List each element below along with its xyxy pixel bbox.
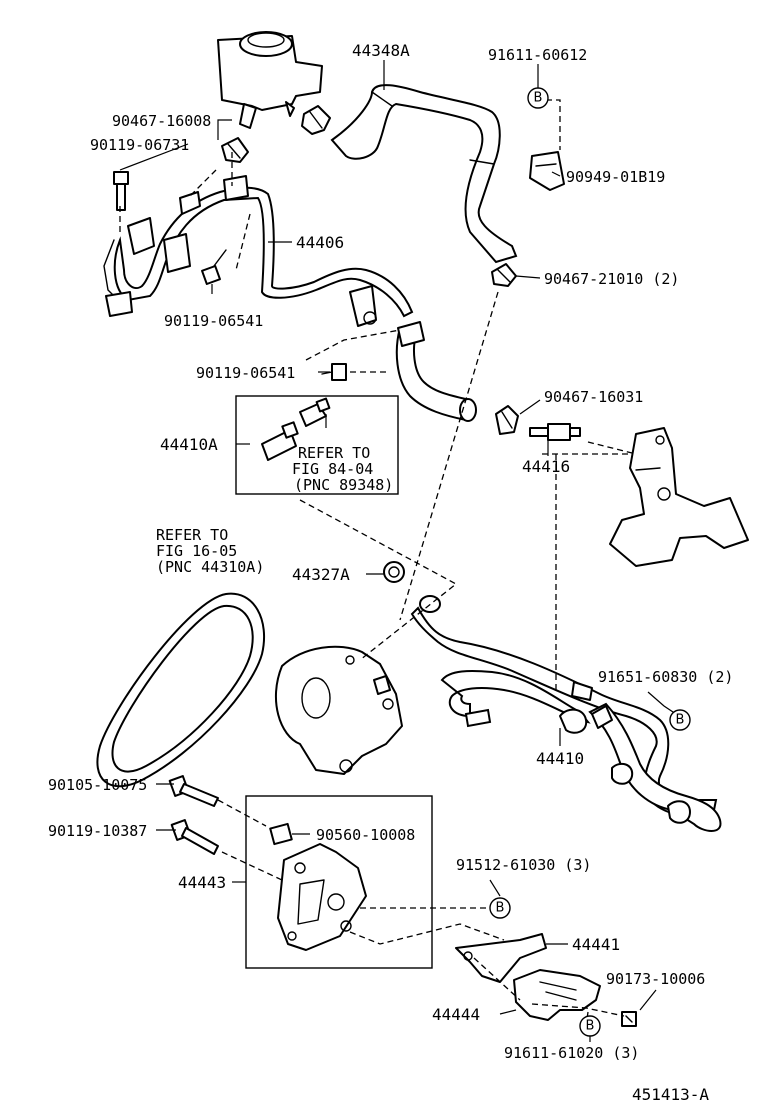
bolt-90119-06731: [113, 171, 129, 211]
clamp-90467-21010: [491, 263, 517, 287]
reservoir-tank: [217, 31, 323, 129]
bolt-90119-06541-upper: [201, 249, 227, 285]
label-44406: 44406: [296, 233, 344, 252]
bracket-90949-01B19: [529, 151, 565, 191]
label-90467-16008: 90467-16008: [112, 112, 211, 130]
svg-text:B: B: [534, 91, 543, 106]
svg-text:FIG 16-05: FIG 16-05: [156, 542, 237, 560]
bracket-44441: [455, 933, 547, 983]
leader-lines: [119, 60, 677, 1042]
label-90119-06541-lower: 90119-06541: [196, 364, 295, 382]
label-90467-16031: 90467-16031: [544, 388, 643, 406]
bracket-44444: [513, 969, 601, 1021]
label-44410A: 44410A: [160, 435, 218, 454]
label-91512-61030: 91512-61030 (3): [456, 856, 591, 874]
dashed-connectors: [119, 99, 637, 1027]
svg-text:B: B: [496, 901, 505, 916]
svg-text:B: B: [676, 713, 685, 728]
pressure-hose-44410: [410, 595, 722, 832]
pressure-tube-44406: [103, 175, 414, 327]
label-91651-60830: 91651-60830 (2): [598, 668, 733, 686]
label-90949-01B19: 90949-01B19: [566, 168, 665, 186]
inset-fitting-lower: [261, 421, 299, 461]
marker-b-bracket: B: [489, 897, 511, 919]
label-44444: 44444: [432, 1005, 480, 1024]
nut-90173-10006: [621, 1011, 637, 1027]
steering-gear-housing: [609, 427, 749, 567]
svg-text:B: B: [586, 1019, 595, 1034]
label-91611-60612: 91611-60612: [488, 46, 587, 64]
label-90467-21010: 90467-21010 (2): [544, 270, 679, 288]
clamp-44327A: [383, 561, 405, 583]
clamp-90467-16031: [495, 405, 519, 435]
clamp-90467-16008: [221, 137, 249, 163]
bolt-90119-06541-lower: [321, 363, 347, 381]
valve-44416: [529, 423, 581, 441]
label-90119-06541-upper: 90119-06541: [164, 312, 263, 330]
refer-note-belt: REFER TO FIG 16-05 (PNC 44310A): [156, 526, 264, 576]
marker-b-top: B: [527, 87, 549, 109]
marker-b-hose: B: [669, 709, 691, 731]
inset-fitting-upper: [299, 397, 331, 427]
label-44441: 44441: [572, 935, 620, 954]
part-labels: 44348A 91611-60612 90467-16008 90119-067…: [48, 41, 733, 1062]
svg-text:REFER TO: REFER TO: [298, 444, 370, 462]
bracket-box-44443: [245, 795, 433, 969]
label-44410: 44410: [536, 749, 584, 768]
return-hose-44348A: [330, 84, 518, 264]
svg-text:(PNC 89348): (PNC 89348): [294, 476, 393, 494]
label-91611-61020: 91611-61020 (3): [504, 1044, 639, 1062]
hose-lower-to-valve: [395, 321, 477, 422]
label-90105-10075: 90105-10075: [48, 776, 147, 794]
inset-box-44410A: [235, 395, 399, 495]
svg-text:REFER TO: REFER TO: [156, 526, 228, 544]
power-steering-pump: [274, 645, 403, 775]
drive-belt: [96, 592, 266, 788]
label-44416: 44416: [522, 457, 570, 476]
collar-90560-10008: [269, 822, 293, 846]
label-90119-10387: 90119-10387: [48, 822, 147, 840]
figure-code: 451413-A: [632, 1085, 709, 1104]
marker-b-bottom: B: [579, 1015, 601, 1037]
label-90560-10008: 90560-10008: [316, 826, 415, 844]
refer-note-inset: REFER TO FIG 84-04 (PNC 89348): [292, 444, 393, 494]
label-44443: 44443: [178, 873, 226, 892]
label-90173-10006: 90173-10006: [606, 970, 705, 988]
svg-text:FIG 84-04: FIG 84-04: [292, 460, 373, 478]
svg-text:(PNC 44310A): (PNC 44310A): [156, 558, 264, 576]
bolt-90105-10075: [168, 775, 219, 807]
bolt-90119-10387: [170, 819, 219, 855]
label-44327A: 44327A: [292, 565, 350, 584]
label-90119-06731: 90119-06731: [90, 136, 189, 154]
hose-clamp-top: [301, 105, 331, 135]
label-44348A: 44348A: [352, 41, 410, 60]
